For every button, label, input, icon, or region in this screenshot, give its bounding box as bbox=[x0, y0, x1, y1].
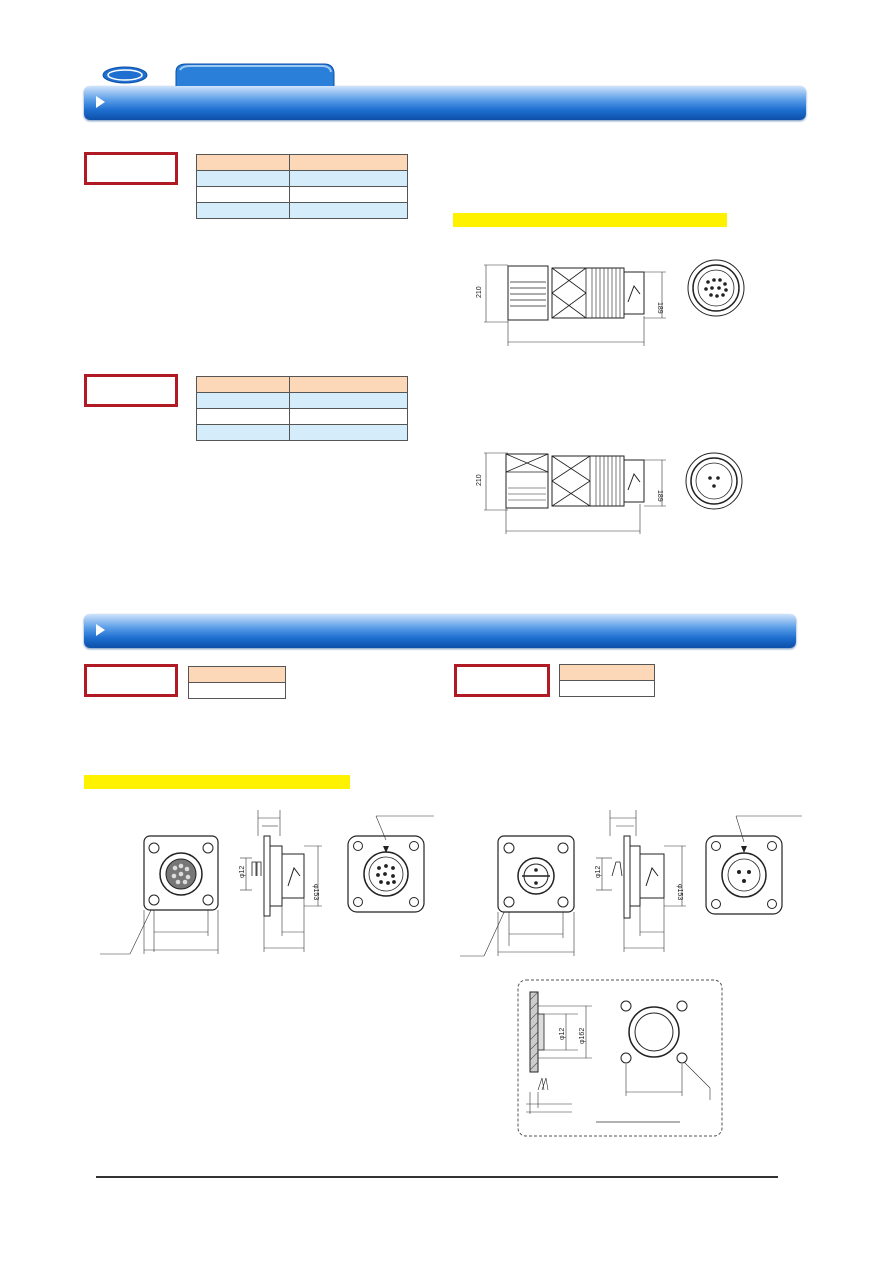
spec-table-4 bbox=[559, 664, 655, 697]
receptacle-drawing-a: φ12 φ153 bbox=[100, 810, 434, 955]
section-bar-receptacles bbox=[84, 614, 796, 648]
plug-b-len-label: 189 bbox=[656, 490, 663, 502]
highlight-bar-1 bbox=[453, 213, 727, 227]
plug-a-dia-label: 210 bbox=[476, 286, 483, 298]
receptacle-drawing-b: φ12 φ153 bbox=[460, 810, 802, 957]
footer-rule bbox=[96, 1176, 778, 1178]
section-bar-plugs bbox=[84, 86, 806, 120]
cut-d2-label: φ162 bbox=[579, 1028, 586, 1044]
spec-table-2 bbox=[196, 376, 408, 441]
model-label-box-2 bbox=[84, 374, 178, 407]
plug-a-len-label: 189 bbox=[656, 302, 663, 314]
plug-drawing-a: 210 189 bbox=[476, 259, 745, 346]
play-arrow-icon bbox=[96, 96, 105, 108]
header-tab bbox=[175, 63, 335, 92]
cut-d1-label: φ12 bbox=[559, 1028, 566, 1040]
spec-table-1 bbox=[196, 154, 408, 219]
panel-cutout-drawing: φ12 φ162 bbox=[517, 979, 723, 1137]
model-label-box-4 bbox=[454, 664, 550, 697]
play-arrow-icon bbox=[96, 624, 105, 636]
rcpt-a-d2-label: φ153 bbox=[312, 884, 319, 900]
plug-b-dia-label: 210 bbox=[476, 474, 483, 486]
plug-drawing-b: 210 189 bbox=[476, 452, 743, 534]
model-label-box-1 bbox=[84, 152, 178, 185]
spec-table-3 bbox=[188, 666, 286, 699]
rcpt-b-d2-label: φ153 bbox=[676, 884, 683, 900]
highlight-bar-2 bbox=[84, 775, 350, 789]
header-logo-tab bbox=[102, 63, 335, 92]
rcpt-a-d1-label: φ12 bbox=[239, 866, 246, 878]
rcpt-b-d1-label: φ12 bbox=[595, 866, 602, 878]
model-label-box-3 bbox=[84, 664, 178, 697]
